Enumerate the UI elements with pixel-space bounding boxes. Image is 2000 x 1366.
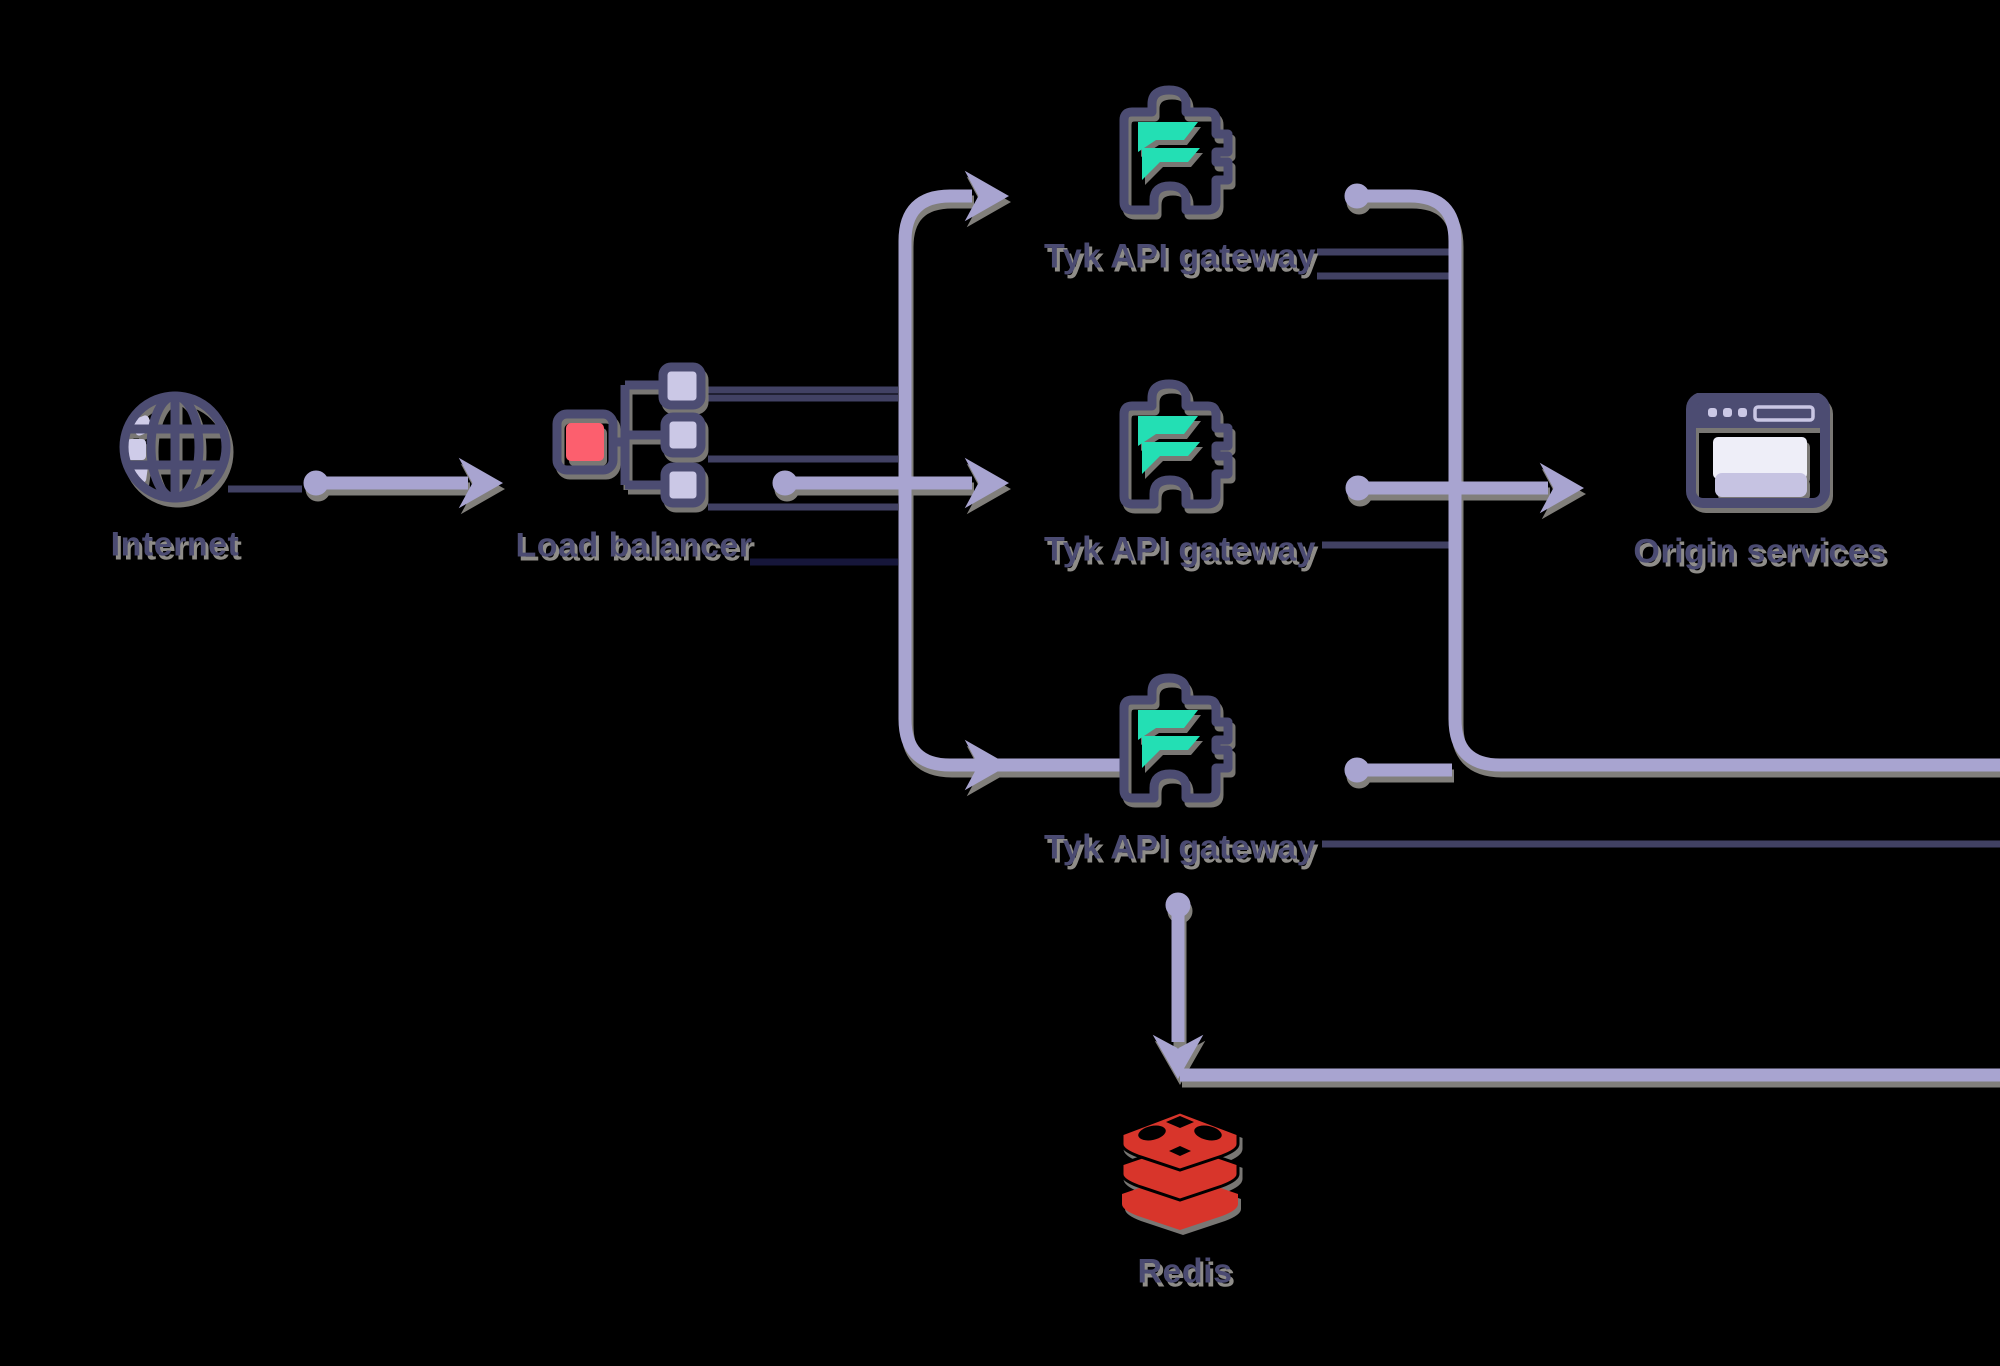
redis-layers	[1120, 1110, 1240, 1230]
node-label-gateway-top: Tyk API gateway	[1043, 237, 1317, 276]
browser-address-bar	[1753, 405, 1815, 422]
puzzle-piece-icon	[1119, 85, 1233, 215]
connector-lines	[303, 170, 2000, 1082]
tyk-logo	[1138, 122, 1200, 180]
arrowhead-icon	[964, 739, 1010, 791]
connector-dot	[1345, 475, 1371, 501]
node-label-redis: Redis	[1137, 1252, 1233, 1291]
tyk-logo	[1138, 416, 1200, 474]
globe-icon	[119, 391, 231, 503]
node-label-gateway-middle: Tyk API gateway	[1043, 530, 1317, 569]
redis-database-icon	[1120, 1110, 1240, 1230]
connector-dot	[1165, 892, 1191, 918]
redis-top-details	[1138, 1116, 1222, 1156]
connector-dark-line	[228, 248, 2000, 848]
connector-dot	[1344, 183, 1370, 209]
arrowhead-icon	[1539, 462, 1585, 514]
connector-dot	[772, 470, 798, 496]
arrowhead-icon	[1152, 1034, 1204, 1080]
browser-window-icon	[1686, 393, 1830, 508]
load-balancer-input-square	[566, 423, 604, 461]
tyk-logo	[1138, 710, 1200, 768]
node-label-origin-services: Origin services	[1633, 532, 1887, 571]
node-label-gateway-bottom: Tyk API gateway	[1043, 828, 1317, 867]
edge-gateways-collector	[1357, 189, 2000, 772]
node-label-internet: Internet	[110, 525, 240, 564]
puzzle-piece-icon	[1119, 379, 1233, 509]
browser-buttons	[1708, 408, 1747, 417]
connector-dot	[303, 470, 329, 496]
connector-dot	[1344, 757, 1370, 783]
load-balancer-icon	[552, 362, 706, 508]
puzzle-piece-icon	[1119, 673, 1233, 803]
arrowhead-icon	[964, 170, 1010, 222]
arrowhead-icon	[458, 457, 504, 509]
arrowhead-icon	[964, 457, 1010, 509]
node-label-load-balancer: Load balancer	[515, 526, 753, 565]
load-balancer-output-squares	[658, 362, 706, 508]
connector-shadow	[305, 176, 2000, 1088]
